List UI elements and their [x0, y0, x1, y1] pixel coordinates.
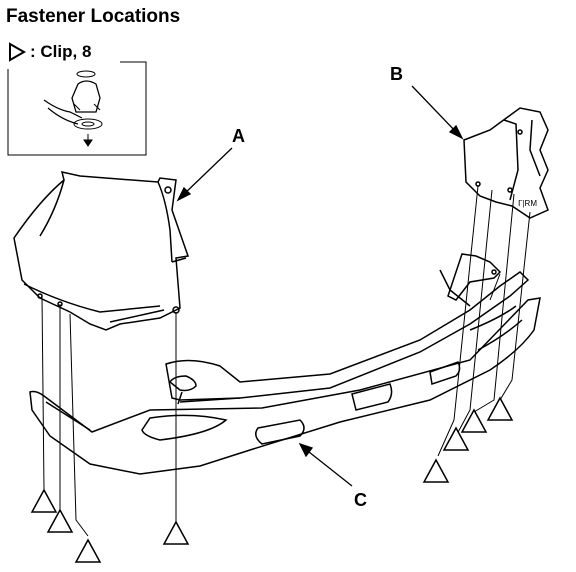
callout-arrows — [176, 85, 464, 487]
clip-markers — [30, 396, 514, 563]
clip-marker-3 — [74, 538, 102, 563]
clip-line-7 — [473, 193, 515, 413]
right-lower-bracket — [447, 253, 502, 301]
clip-line-1 — [41, 295, 45, 491]
callout-b: B — [390, 64, 403, 84]
clip-marker-1 — [30, 488, 58, 513]
legend: : Clip, 8 — [8, 42, 91, 62]
left-side-panel — [13, 171, 190, 331]
page-title: Fastener Locations — [6, 6, 181, 27]
right-side-bracket: ᒥ|RM — [463, 107, 549, 219]
clip-line-8 — [499, 211, 531, 401]
clip-marker-7 — [460, 408, 488, 433]
callout-a-arrow — [181, 147, 233, 197]
clip-lines — [41, 185, 531, 537]
callout-c-arrow — [303, 447, 353, 487]
legend-label: : Clip, 8 — [30, 42, 92, 61]
clip-detail-icon — [43, 70, 103, 147]
clip-marker-5 — [422, 458, 450, 483]
clip-line-6 — [455, 189, 493, 437]
clip-marker-2 — [46, 508, 74, 533]
callout-b-arrow — [411, 85, 459, 135]
triangle-marker-icon — [9, 42, 26, 62]
clip-marker-6 — [442, 426, 470, 451]
clip-marker-4 — [162, 520, 190, 545]
clip-detail-inset — [7, 61, 147, 156]
clip-line-5 — [437, 185, 479, 457]
clip-line-3 — [69, 313, 89, 537]
clip-marker-8 — [486, 396, 514, 421]
bracket-marking: ᒥ|RM — [518, 199, 537, 208]
callout-c: C — [354, 490, 367, 510]
callout-a: A — [232, 126, 245, 146]
